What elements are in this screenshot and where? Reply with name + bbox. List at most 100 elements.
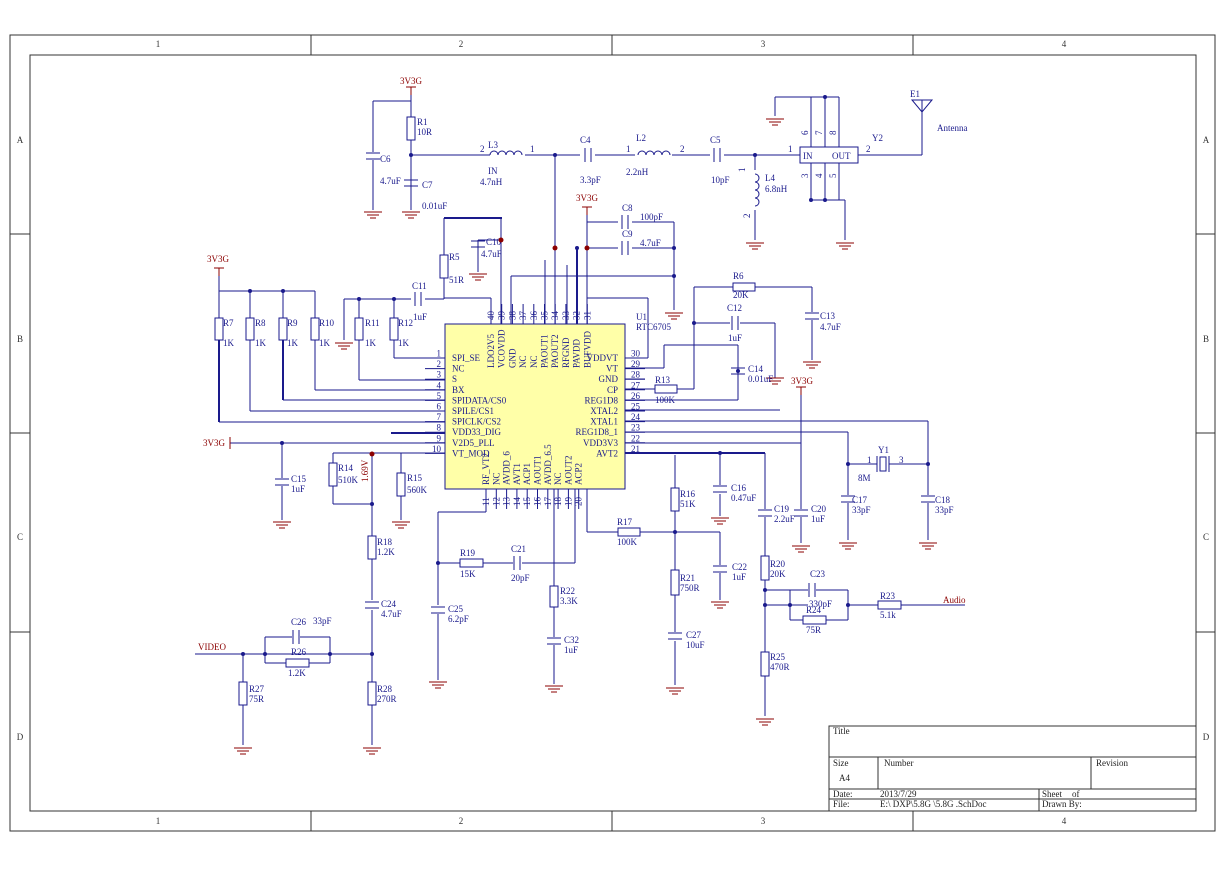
part-value: 33pF (313, 616, 332, 626)
power-port (582, 206, 592, 215)
part-ref: Y2 (872, 133, 883, 143)
part-value: 560K (407, 485, 428, 495)
part-value: 1uF (564, 645, 578, 655)
row-label-left: C (17, 532, 23, 542)
part-ref: R27 (249, 684, 265, 694)
pin-number: 2 (480, 144, 485, 154)
junction-dot (357, 297, 361, 301)
ic-pin-number: 26 (631, 391, 641, 401)
date-label: Date: (833, 789, 853, 799)
junction-dot (280, 441, 284, 445)
junction-dot (763, 588, 767, 592)
part-value: 4.7uF (481, 249, 502, 259)
ic-pin-name: BX (452, 385, 465, 395)
ic-pin-number: 6 (437, 402, 442, 412)
ic-pin-name: LDO2V5 (486, 334, 496, 368)
part-value: 75R (806, 625, 821, 635)
title-block: Title Size A4 Number Revision Date: 2013… (828, 725, 1197, 812)
ic-pin-name: SPI_SE (452, 353, 481, 363)
ground-symbol (792, 545, 810, 553)
junction-dot (392, 297, 396, 301)
part-ref: R25 (770, 652, 786, 662)
part-ref: C16 (731, 483, 747, 493)
part-ref: C19 (774, 504, 790, 514)
part-ref: R12 (398, 318, 413, 328)
part-value: 1K (223, 338, 235, 348)
junction-dot (846, 603, 850, 607)
part-value: 1K (365, 338, 377, 348)
part-ref: E1 (910, 89, 920, 99)
part-value: 4.7uF (820, 322, 841, 332)
part-ref: C4 (580, 135, 591, 145)
part-ref: C6 (380, 154, 391, 164)
ic-pin-name: AVDD_6 (502, 451, 512, 485)
schematic-stroke (754, 173, 760, 207)
ic-pin-name: REG1D8 (585, 395, 619, 405)
ic-part: RTC6705 (636, 322, 671, 332)
ic-pin-name: AVT1 (512, 463, 522, 485)
col-label-bottom: 1 (156, 816, 161, 826)
col-label-top: 1 (156, 39, 161, 49)
ic-pin-name: S (452, 374, 457, 384)
junction-dot (763, 603, 767, 607)
ic-pin-number: 27 (631, 380, 641, 390)
pin-number: 3 (899, 455, 904, 465)
junction-dot (718, 451, 722, 455)
schematic-stroke (799, 146, 859, 164)
part-value: 20K (770, 569, 786, 579)
ic-pin-name: NC (553, 472, 563, 485)
title-label: Title (833, 726, 850, 736)
ic-pin-name: VCOVDD (497, 329, 507, 368)
schematic-stroke (877, 600, 902, 610)
ic-pin-name: AVDD_6.5 (543, 444, 553, 485)
ground-symbol (469, 273, 487, 281)
ic-pin-number: 13 (502, 497, 512, 506)
part-ref: C10 (486, 237, 502, 247)
ic-pin-number: 10 (432, 444, 442, 454)
part-value: 10pF (711, 175, 730, 185)
part-value: 4.7uF (380, 176, 401, 186)
power-label-3v3g: 3V3G (576, 193, 598, 203)
part-ref: R13 (655, 375, 671, 385)
ic-ref: U1 (636, 312, 647, 322)
power-label-3v3g: 3V3G (203, 438, 225, 448)
ic-pin-number: 19 (563, 497, 573, 507)
part-value: 1.2K (377, 547, 395, 557)
part-ref: C18 (935, 495, 951, 505)
junction-dot (409, 153, 413, 157)
file-value: E:\ DXP\5.8G \5.8G .SchDoc (880, 799, 987, 809)
drawn-by-label: Drawn By: (1042, 799, 1082, 809)
row-label-left: A (17, 135, 24, 145)
ic-pin-number: 14 (512, 497, 522, 507)
ic-pin-name: NC (518, 355, 528, 368)
row-label-left: D (17, 732, 24, 742)
part-ref: L2 (636, 133, 646, 143)
pin-number: 1 (867, 455, 872, 465)
ic-body (444, 323, 626, 490)
part-ref: R18 (377, 537, 393, 547)
part-value: 6.8nH (765, 184, 788, 194)
schematic-stroke (328, 462, 338, 487)
row-label-right: D (1203, 732, 1210, 742)
ground-symbol (335, 342, 353, 350)
part-value: 5.1k (880, 610, 896, 620)
schematic-stroke (285, 658, 310, 668)
part-value: 3.3K (560, 596, 578, 606)
ic-pin-number: 4 (437, 380, 442, 390)
ground-symbol (665, 312, 683, 320)
power-labels: 3V3G 3V3G 3V3G 3V3G 3V3G VIDEO Audio Ant… (198, 76, 968, 652)
inductor-l3: L3 (488, 140, 523, 156)
